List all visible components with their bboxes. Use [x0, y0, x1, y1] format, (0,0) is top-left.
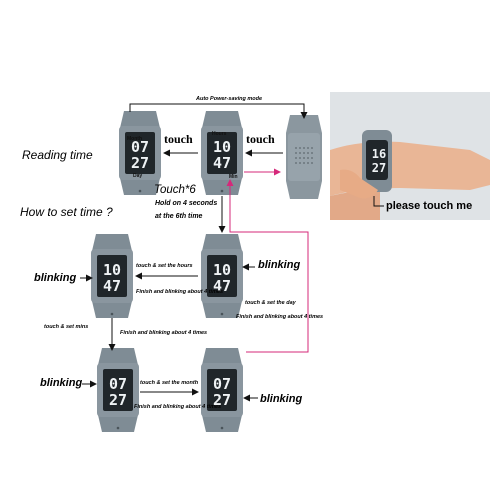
digits-date-bottom: 27	[131, 154, 149, 172]
pointer-please-touch	[373, 196, 384, 207]
step-finish-1: Finish and blinking about 4 times	[136, 289, 224, 295]
step-touch-month: touch & set the month	[140, 380, 199, 386]
touch-label-right: touch	[246, 132, 275, 146]
reading-time-label: Reading time	[22, 148, 93, 162]
hold-line-1: Hold on 4 seconds	[155, 200, 218, 207]
speaker-grille	[295, 147, 313, 164]
digits-time-bottom: 47	[213, 154, 231, 172]
digits-photo-top: 16	[372, 147, 386, 161]
label-day: Day	[133, 173, 142, 179]
step-touch-hours: touch & set the hours	[136, 263, 193, 269]
step-touch-day: touch & set the day	[245, 300, 296, 306]
digits-blink3-top: 07	[109, 375, 127, 393]
how-to-set-label: How to set time ?	[20, 205, 113, 219]
step-finish-3: Finish and blinking about 4 times	[120, 330, 208, 336]
label-min: Min	[229, 174, 238, 180]
digits-blink1-bottom: 47	[103, 277, 121, 295]
digits-blink1-top: 10	[103, 261, 121, 279]
photo-illustration	[330, 92, 490, 220]
touch6-label: Touch*6	[154, 184, 196, 196]
digits-blink2-top: 10	[213, 261, 231, 279]
hold-line-2: at the 6th time	[155, 213, 203, 220]
digits-blink3-bottom: 27	[109, 391, 127, 409]
digits-photo-bottom: 27	[372, 161, 386, 175]
please-touch-label: please touch me	[386, 200, 473, 212]
arrow-auto-mode	[129, 103, 308, 119]
blink-label-1: blinking	[258, 259, 301, 271]
blink-label-3: blinking	[40, 377, 83, 389]
digits-date-top: 07	[131, 138, 149, 156]
step-touch-mins: touch & set mins	[44, 324, 89, 330]
blink-label-4: blinking	[260, 393, 303, 405]
digits-blink2-bottom: 47	[213, 277, 231, 295]
step-finish-2: Finish and blinking about 4 times	[236, 314, 324, 320]
label-hours: Hours	[212, 131, 227, 137]
touch-label-left: touch	[164, 132, 193, 146]
digits-blink4-top: 07	[213, 375, 231, 393]
label-month: Month	[127, 136, 142, 142]
step-finish-4: Finish and blinking about 4 times	[134, 404, 222, 410]
digits-time-top: 10	[213, 138, 231, 156]
digits-blink4-bottom: 27	[213, 391, 231, 409]
auto-mode-label: Auto Power-saving mode	[196, 96, 263, 102]
blink-label-2: blinking	[34, 272, 77, 284]
arrow-pink-return	[226, 179, 309, 353]
